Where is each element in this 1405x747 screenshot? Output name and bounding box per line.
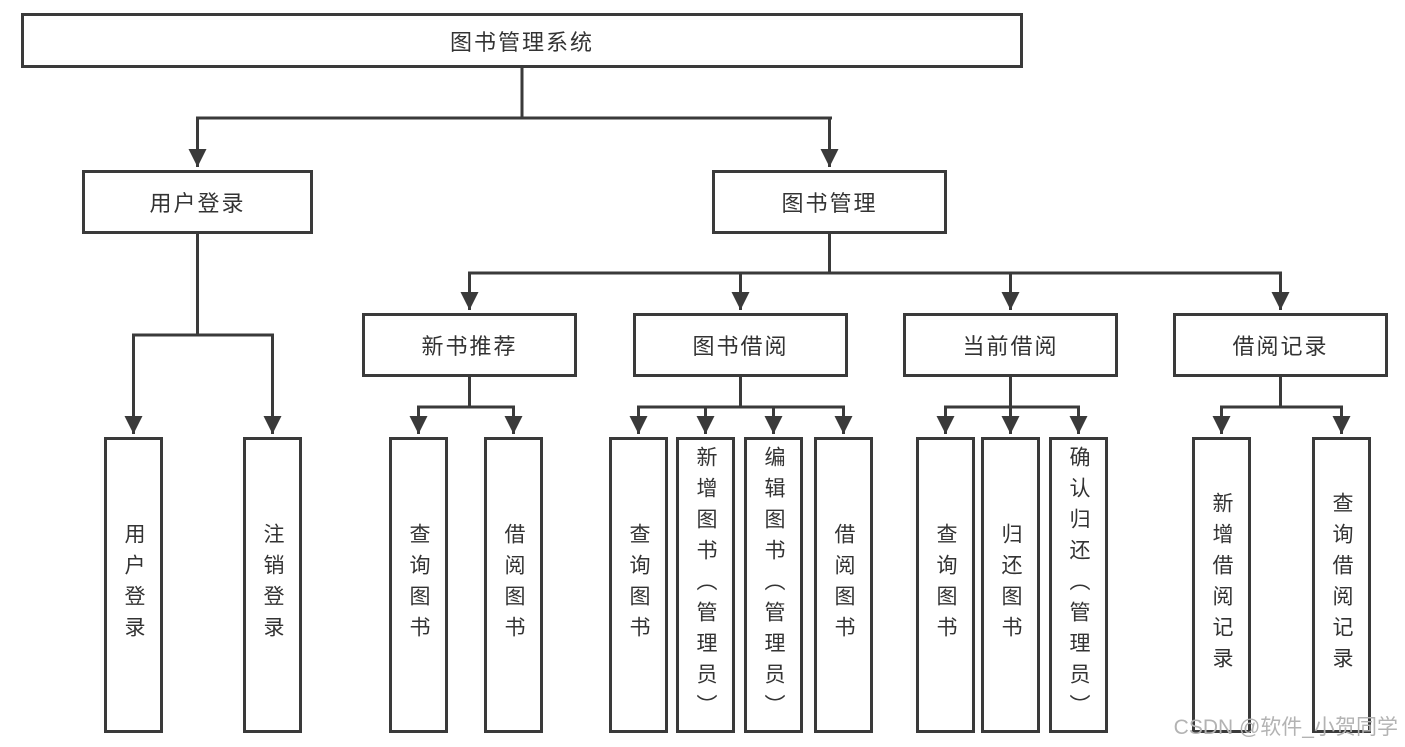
node-book-borrow: 图书借阅 [633, 313, 848, 377]
node-label: 借阅图书 [502, 523, 525, 647]
node-label: 确认归还（管理员） [1067, 445, 1090, 725]
node-label: 查询图书 [934, 523, 957, 647]
node-label: 归还图书 [999, 523, 1022, 647]
node-leaf-nbr-borrow-book: 借阅图书 [484, 437, 543, 733]
node-label: 用户登录 [149, 191, 246, 216]
node-label: 新书推荐 [421, 334, 518, 359]
node-label: 新增图书（管理员） [694, 445, 717, 725]
node-root: 图书管理系统 [21, 13, 1023, 68]
node-leaf-bb-query-book: 查询图书 [609, 437, 668, 733]
node-borrow-records: 借阅记录 [1173, 313, 1388, 377]
node-label: 图书借阅 [692, 334, 789, 359]
node-leaf-cb-query-book: 查询图书 [916, 437, 975, 733]
node-leaf-logout: 注销登录 [243, 437, 302, 733]
node-leaf-cb-confirm-return: 确认归还（管理员） [1049, 437, 1108, 733]
node-label: 图书管理系统 [449, 29, 594, 55]
node-label: 查询借阅记录 [1330, 492, 1353, 678]
node-label: 借阅记录 [1232, 334, 1329, 359]
node-label: 查询图书 [407, 523, 430, 647]
node-label: 编辑图书（管理员） [762, 445, 785, 725]
node-label: 借阅图书 [832, 523, 855, 647]
node-label: 用户登录 [122, 523, 145, 647]
node-label: 注销登录 [261, 523, 284, 647]
node-leaf-user-login: 用户登录 [104, 437, 163, 733]
node-label: 查询图书 [627, 523, 650, 647]
node-label: 图书管理 [781, 191, 878, 216]
node-leaf-bb-add-book: 新增图书（管理员） [676, 437, 735, 733]
node-book-management: 图书管理 [712, 170, 947, 234]
node-leaf-br-query-record: 查询借阅记录 [1312, 437, 1371, 733]
node-label: 新增借阅记录 [1210, 492, 1233, 678]
node-new-book-recommend: 新书推荐 [362, 313, 577, 377]
node-leaf-br-add-record: 新增借阅记录 [1192, 437, 1251, 733]
node-leaf-cb-return-book: 归还图书 [981, 437, 1040, 733]
node-leaf-bb-borrow-book: 借阅图书 [814, 437, 873, 733]
node-label: 当前借阅 [962, 334, 1059, 359]
node-leaf-nbr-query-book: 查询图书 [389, 437, 448, 733]
node-leaf-bb-edit-book: 编辑图书（管理员） [744, 437, 803, 733]
node-user-login: 用户登录 [82, 170, 313, 234]
node-current-borrow: 当前借阅 [903, 313, 1118, 377]
